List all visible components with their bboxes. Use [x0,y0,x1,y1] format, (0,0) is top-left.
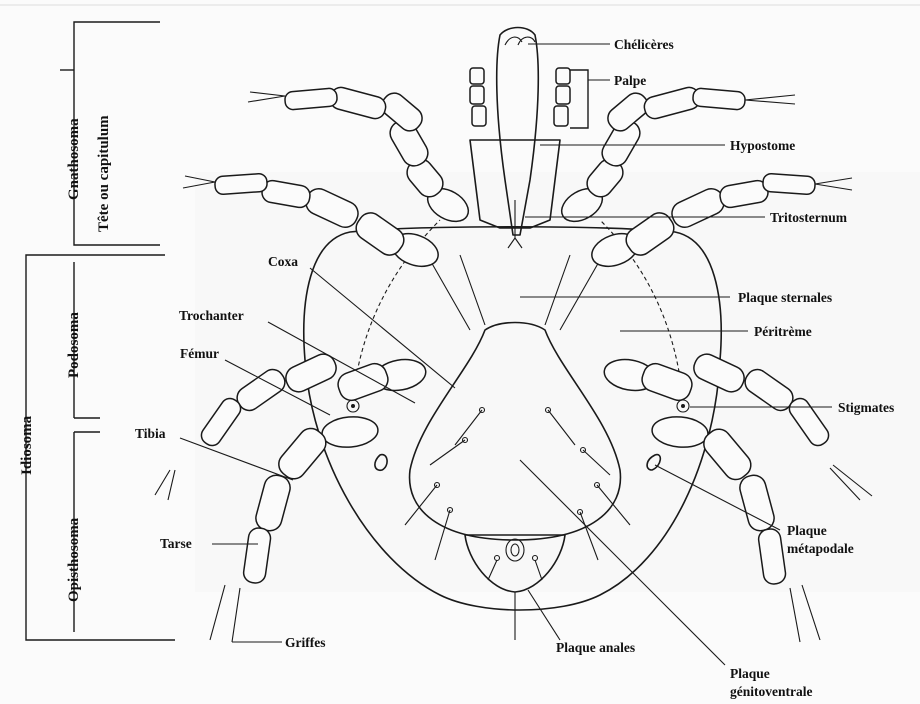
label-tibia: Tibia [135,426,166,441]
label-opisthosoma: Opisthosoma [66,517,82,602]
label-hypostome: Hypostome [730,138,795,153]
label-peritreme: Péritrème [754,324,812,339]
label-plaque-metapodale-1: Plaque [787,523,827,538]
label-plaque-sternales: Plaque sternales [738,290,832,305]
label-podosoma: Podosoma [66,312,82,378]
label-palpe: Palpe [614,73,646,88]
label-plaque-genitoventrale-2: génitoventrale [730,684,812,699]
label-cheliceres: Chélicères [614,37,674,52]
label-femur: Fémur [180,346,219,361]
label-tarse: Tarse [160,536,192,551]
region-brackets [26,22,175,640]
label-coxa: Coxa [268,254,298,269]
label-tete-capitulum: Tête ou capitulum [96,115,112,232]
label-plaque-metapodale-2: métapodale [787,541,854,556]
label-plaque-anales: Plaque anales [556,640,635,655]
label-stigmates: Stigmates [838,400,894,415]
label-gnathosoma: Gnathosoma [66,118,82,200]
label-trochanter: Trochanter [179,308,244,323]
label-griffes: Griffes [285,635,325,650]
label-tritosternum: Tritosternum [770,210,848,225]
label-plaque-genitoventrale-1: Plaque [730,666,770,681]
label-idiosoma: Idiosoma [19,415,35,475]
